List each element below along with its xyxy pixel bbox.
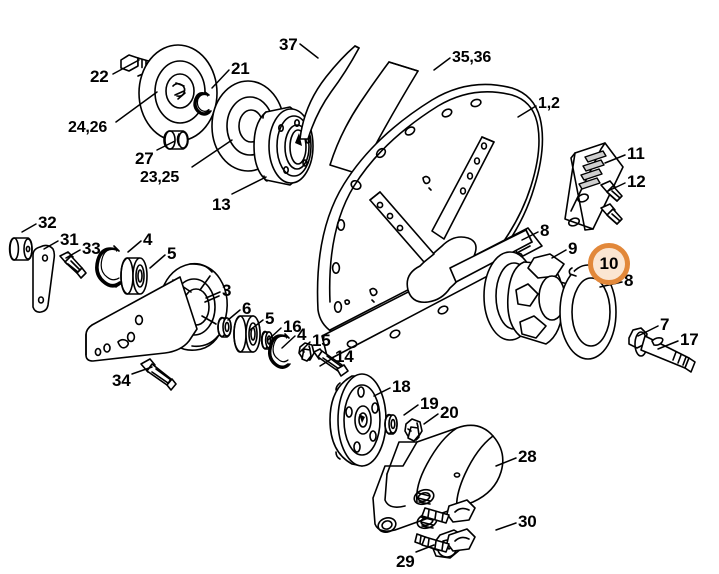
callout-27[interactable]: 27 [135,149,154,168]
callout-35-36[interactable]: 35,36 [452,49,492,66]
part-37-guard [299,45,360,140]
callout-11[interactable]: 11 [627,144,645,163]
callout-29[interactable]: 29 [396,552,415,571]
callout-5[interactable]: 5 [167,244,177,263]
callout-22[interactable]: 22 [90,67,109,86]
part-15-lock-nut [298,342,315,362]
leader-line-22 [112,59,140,75]
callout-4[interactable]: 4 [297,325,307,344]
callout-6[interactable]: 6 [242,299,252,318]
callout-3[interactable]: 3 [222,281,232,300]
callout-9[interactable]: 9 [568,239,578,258]
callout-34[interactable]: 34 [112,371,131,390]
callout-13[interactable]: 13 [212,195,231,214]
callout-32[interactable]: 32 [38,213,57,232]
leader-line-6 [227,309,241,321]
callout-33[interactable]: 33 [82,239,101,258]
part-28-belt-cover [372,424,504,534]
leader-line-7 [637,325,659,337]
leader-line-37 [299,43,319,59]
leader-line-21 [211,69,230,89]
leader-line-27 [156,140,176,151]
part-4-retaining-ring-shaft [267,333,291,369]
part-1-2-main-housing [316,83,544,361]
part-21-circlip [193,91,212,116]
part-34-screw [140,358,177,391]
part-32-roller [8,237,33,261]
leader-line-15 [299,341,311,353]
callout-24-26[interactable]: 24,26 [68,119,108,136]
part-5-bearing-shaft [233,315,261,353]
part-4-retaining-ring-hub [95,245,122,288]
leader-line-17 [657,340,679,350]
callout-20[interactable]: 20 [440,403,459,422]
leader-line-12 [607,182,626,192]
leader-line-4 [127,240,142,253]
leader-line-33 [65,249,81,259]
leader-line-34 [131,366,153,375]
callout-8[interactable]: 8 [540,221,550,240]
callout-8[interactable]: 8 [624,271,634,290]
callout-18[interactable]: 18 [392,377,411,396]
part-18-pulley [329,373,387,467]
part-27-sleeve [163,130,189,150]
callout-21[interactable]: 21 [231,59,250,78]
leader-line-16 [267,327,282,341]
leader-line-11 [604,154,626,164]
leader-line-28 [495,457,517,467]
callout-30[interactable]: 30 [518,512,537,531]
part-31-link-bracket [32,244,56,313]
callout-14[interactable]: 14 [335,347,354,366]
callout-19[interactable]: 19 [420,394,439,413]
part-14-stud-bolt [313,348,349,377]
part-30-thumb-screws [421,499,476,553]
leader-line-1-2 [517,105,537,118]
leader-line-5 [149,254,166,269]
part-20-lock-nut [404,418,423,442]
part-19-washer [384,413,398,435]
leader-line-18 [373,387,391,397]
part-17-key [651,337,664,346]
callout-15[interactable]: 15 [312,331,331,350]
leader-line-32 [21,223,37,233]
leader-line-3 [205,291,221,299]
part-5-bearing-hub [120,257,148,295]
leader-line-20 [423,413,439,425]
part-11-scraper-plate [564,142,624,231]
leader-line-24-26 [115,91,158,123]
leader-line-31 [43,240,59,250]
leader-line-5 [249,319,264,331]
leader-line-13 [231,176,267,195]
leader-line-19 [403,404,419,416]
leader-line-29 [415,544,435,553]
callout-23-25[interactable]: 23,25 [140,169,180,186]
leader-line-35-36 [433,57,451,71]
callout-37[interactable]: 37 [279,35,298,54]
part-8-seal-ring-front [559,264,617,360]
highlight-label: 10 [599,254,619,273]
callout-4[interactable]: 4 [143,230,153,249]
part-3-hub-housing [85,262,228,362]
callout-5[interactable]: 5 [265,309,275,328]
leader-line-30 [495,522,517,531]
callout-28[interactable]: 28 [518,447,537,466]
callout-12[interactable]: 12 [627,172,646,191]
leader-line-8 [521,231,539,241]
leader-line-23-25 [191,139,233,168]
callout-7[interactable]: 7 [660,315,670,334]
part-6-washer [217,316,232,338]
callout-16[interactable]: 16 [283,317,302,336]
callout-17[interactable]: 17 [680,330,699,349]
callout-1-2[interactable]: 1,2 [538,95,560,112]
highlighted-callout-10[interactable]: 10 [588,243,630,285]
leader-line-9 [551,249,567,259]
leader-line-4 [281,335,296,349]
callout-31[interactable]: 31 [60,230,79,249]
leader-line-14 [319,357,334,367]
